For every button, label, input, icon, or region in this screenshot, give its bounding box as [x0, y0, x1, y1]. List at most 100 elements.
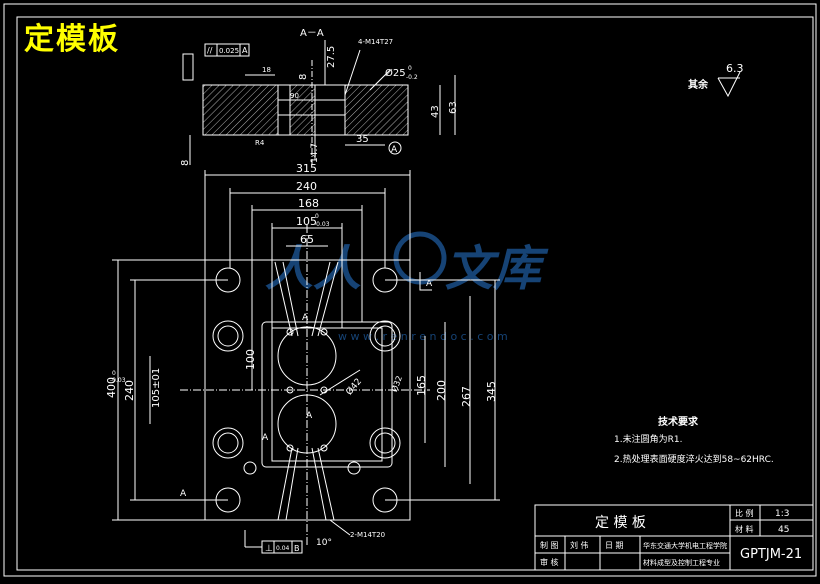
title-block-texts: 定 模 板 比 例 1:3 材 料 45 制 图 刘 伟 日 期 审 核 华东交…	[540, 508, 802, 567]
tb-school: 华东交通大学机电工程学院	[643, 541, 727, 550]
tech-item-1: 1.未注圆角为R1.	[614, 433, 682, 445]
watermark-url: w w w . r e n r e n d o c . c o m	[338, 330, 508, 343]
tb-scale-value: 1:3	[775, 509, 789, 519]
tb-scale-label: 比 例	[735, 508, 754, 518]
datum-a-label: A	[391, 145, 398, 155]
tb-material-value: 45	[778, 525, 789, 535]
dim-147: 14.7	[310, 143, 320, 163]
guide-hole-bl-inner	[217, 432, 239, 454]
tol-par-sym: //	[207, 46, 213, 55]
dim-200: 200	[435, 380, 448, 401]
dim-275: 27.5	[326, 46, 337, 68]
tech-item-2: 2.热处理表面硬度淬火达到58~62HRC.	[614, 453, 774, 465]
angled-screw-1b	[282, 261, 299, 337]
section-label: A－A	[300, 28, 324, 39]
dim-8a: 8	[180, 160, 191, 166]
cut-marker-top	[419, 272, 432, 291]
guide-hole-br-inner	[374, 432, 396, 454]
tb-name: 定 模 板	[595, 515, 646, 531]
watermark-text-a: 人人	[265, 241, 361, 297]
leader-4m14	[344, 49, 361, 96]
datum-a-bubble	[388, 141, 402, 155]
roughness-label: 其余	[688, 78, 709, 91]
dim-43: 43	[430, 105, 441, 118]
guide-hole-ml-inner	[217, 325, 239, 347]
watermark: 人人 文库 w w w . r e n r e n d o c . c o m	[265, 231, 549, 343]
plate-outline	[204, 259, 411, 521]
plan-dim-texts: 315 240 168 105 0 -0.03 65 400 240 0 -0.…	[105, 162, 498, 554]
tol-frame-parallel	[204, 43, 250, 57]
tol-perp-val: 0.04	[276, 545, 290, 552]
title-block-frame	[534, 504, 814, 571]
dim-105v: 105±01	[151, 368, 162, 408]
angled-screw-4b	[311, 447, 327, 521]
dim-105-tol: -0.03	[314, 221, 330, 228]
dim-105-up: 0	[315, 213, 319, 220]
dim-315: 315	[296, 162, 317, 175]
dim-2m14: 2-M14T20	[350, 531, 385, 539]
guide-hole-mr-outer	[369, 320, 401, 352]
tb-drafter-name: 刘 伟	[570, 540, 589, 550]
leader-d42	[319, 369, 361, 396]
bore-lower	[277, 394, 337, 454]
small-hole-6	[320, 444, 328, 452]
angled-screw-3a	[277, 447, 293, 521]
roughness-value: 6.3	[726, 62, 744, 75]
screw-hole-bc	[347, 461, 361, 475]
bore-label-lower: A	[306, 411, 313, 421]
outer-border	[3, 3, 817, 577]
hatch-right	[344, 84, 409, 136]
angled-screw-1a	[274, 261, 293, 337]
tb-material-label: 材 料	[735, 524, 754, 534]
dim-105: 105	[296, 215, 317, 228]
angled-screw-4a	[317, 447, 335, 521]
dim-d25: Ø25	[385, 67, 406, 79]
tol-par-ref: A	[242, 46, 248, 55]
tb-drafter-label: 制 图	[540, 540, 559, 550]
tol-perp-ref: B	[294, 544, 300, 553]
guide-hole-mr-inner	[374, 325, 396, 347]
guide-hole-ml-outer	[212, 320, 244, 352]
dim-267: 267	[460, 386, 473, 407]
tb-check-label: 审 核	[540, 557, 559, 567]
bore-upper	[277, 326, 337, 386]
drawing-title: 定模板	[24, 22, 120, 57]
bore-label-upper: A	[302, 313, 309, 323]
tb-date-label: 日 期	[605, 541, 624, 550]
dim-d25-tol: -0.2	[406, 74, 418, 81]
dim-63: 63	[448, 101, 459, 114]
watermark-text-b: 文库	[445, 241, 549, 297]
dim-18: 18	[262, 66, 271, 74]
dim-65: 65	[300, 233, 314, 246]
dim-r4: R4	[255, 139, 265, 147]
small-hole-4	[320, 328, 328, 336]
dim-165: 165	[415, 375, 428, 396]
dim-345: 345	[485, 381, 498, 402]
guide-hole-bl-outer	[212, 427, 244, 459]
datum-b-box	[182, 53, 194, 81]
angled-screw-3b	[285, 447, 299, 521]
angled-screw-2b	[311, 261, 331, 337]
dim-100: 100	[244, 349, 257, 370]
dim-240: 240	[296, 180, 317, 193]
dim-phi42: Ø42	[344, 376, 364, 397]
small-hole-5	[286, 444, 294, 452]
cut-label-top: A	[426, 279, 433, 289]
title-block	[534, 504, 814, 571]
section-view	[182, 40, 456, 165]
leader-d25	[369, 69, 391, 91]
tech-requirements: 技术要求 1.未注圆角为R1. 2.热处理表面硬度淬火达到58~62HRC.	[614, 415, 774, 465]
plan-view	[112, 170, 500, 554]
dim-240v-tol: -0.03	[110, 377, 126, 384]
tech-heading: 技术要求	[658, 415, 699, 428]
section-dim-texts: 8 8 27.5 43 63 35 Ø25 0 -0.2 14.7 4-M14T…	[180, 38, 459, 166]
datum-a-plan: A	[262, 433, 269, 443]
leader-2m14	[329, 519, 351, 536]
inner-pocket	[271, 327, 383, 462]
dim-4m14: 4-M14T27	[358, 38, 393, 46]
dim-bot-angle: 10°	[316, 538, 332, 548]
dim-240v: 240	[123, 380, 136, 401]
tb-major: 材料成型及控制工程专业	[643, 558, 720, 567]
